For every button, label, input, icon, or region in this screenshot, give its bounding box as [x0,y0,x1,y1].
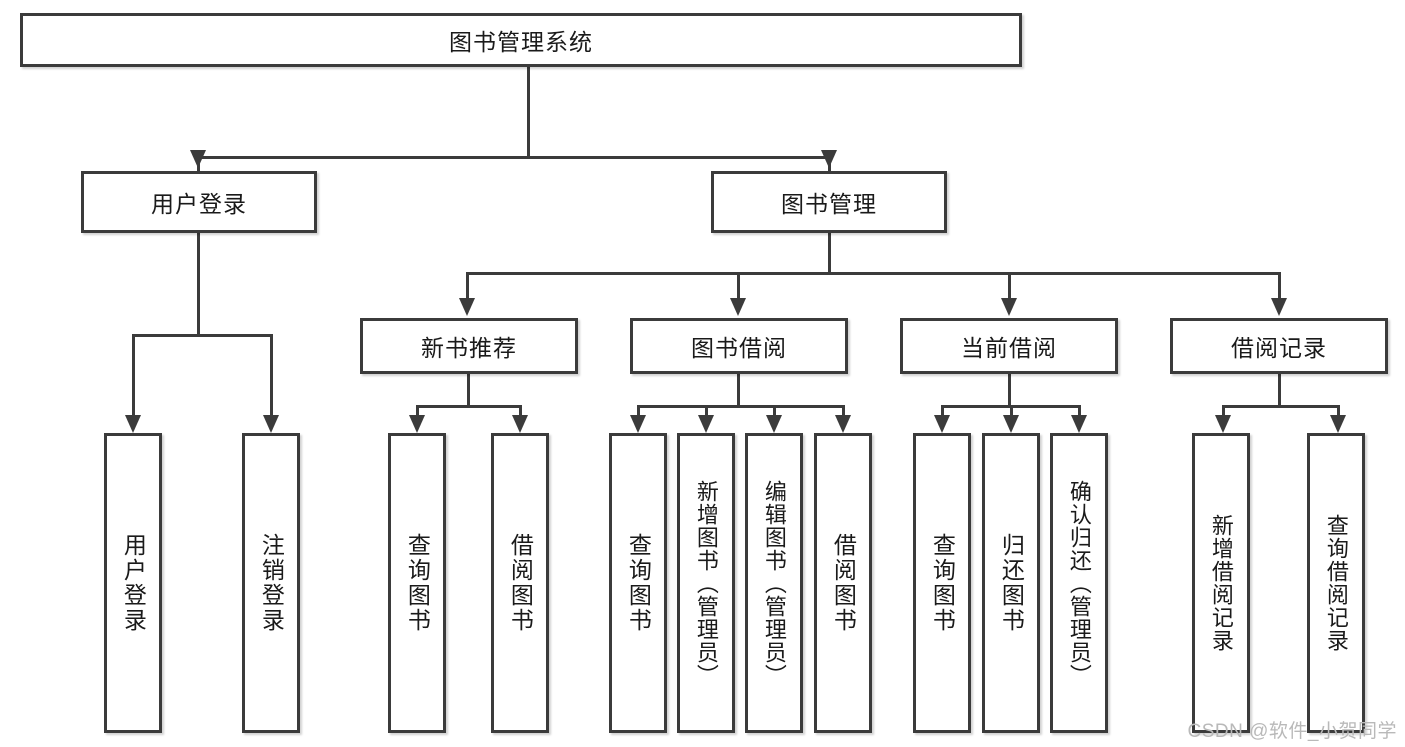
arrowhead-bm-to-current-borrow [1001,298,1017,316]
node-book-borrow[interactable]: 图书借阅 [630,318,848,374]
connector-current-borrow-stem [1008,374,1011,407]
leaf-new-book-query-book[interactable]: 查询图书 [388,433,446,733]
leaf-new-book-borrow-book[interactable]: 借阅图书 [491,433,549,733]
connector-book-management-bus [466,272,1280,275]
leaf-label: 查询图书 [929,533,956,633]
leaf-label: 新增借阅记录 [1208,514,1234,652]
arrowhead-book-borrow-leaf-2 [698,415,714,433]
leaf-user-login-login[interactable]: 用户登录 [104,433,162,733]
arrowhead-root-to-book-management [821,150,837,168]
arrowhead-borrow-record-leaf-2 [1330,415,1346,433]
arrowhead-book-borrow-leaf-1 [630,415,646,433]
connector-book-management-stem [828,233,831,275]
arrowhead-book-borrow-leaf-4 [835,415,851,433]
node-label: 借阅记录 [1231,335,1327,361]
leaf-label: 用户登录 [120,533,147,633]
connector-user-login-bus [132,334,272,337]
connector-bm-to-new-book [466,272,469,302]
leaf-book-borrow-query-book[interactable]: 查询图书 [609,433,667,733]
connector-current-borrow-leaf-3 [1078,405,1081,419]
connector-borrow-record-leaf-1 [1222,405,1225,419]
connector-user-login-stem [197,233,200,336]
node-user-login[interactable]: 用户登录 [81,171,317,233]
node-label: 图书管理 [781,191,877,217]
connector-book-borrow-leaf-4 [842,405,845,419]
connector-borrow-record-leaf-2 [1337,405,1340,419]
leaf-borrow-record-query-record[interactable]: 查询借阅记录 [1307,433,1365,733]
node-label: 图书管理系统 [449,29,593,55]
connector-user-login-to-leaf-1 [132,334,135,419]
connector-current-borrow-leaf-2 [1010,405,1013,419]
connector-current-borrow-leaf-1 [941,405,944,419]
leaf-label: 借阅图书 [830,533,857,633]
leaf-user-login-logout[interactable]: 注销登录 [242,433,300,733]
arrowhead-new-book-leaf-2 [512,415,528,433]
node-book-management[interactable]: 图书管理 [711,171,947,233]
arrowhead-bm-to-borrow-record [1271,298,1287,316]
node-label: 新书推荐 [421,335,517,361]
leaf-book-borrow-borrow-book[interactable]: 借阅图书 [814,433,872,733]
connector-bm-to-book-borrow [737,272,740,302]
connector-user-login-to-leaf-2 [270,334,273,419]
connector-new-book-leaf-1 [416,405,419,419]
node-label: 当前借阅 [961,335,1057,361]
leaf-label: 查询图书 [404,533,431,633]
connector-bm-to-borrow-record [1278,272,1281,302]
arrowhead-current-borrow-leaf-3 [1071,415,1087,433]
arrowhead-current-borrow-leaf-2 [1003,415,1019,433]
connector-new-book-leaf-2 [519,405,522,419]
leaf-book-borrow-add-book-admin[interactable]: 新增图书（管理员） [677,433,735,733]
leaf-current-borrow-query-book[interactable]: 查询图书 [913,433,971,733]
leaf-book-borrow-edit-book-admin[interactable]: 编辑图书（管理员） [745,433,803,733]
leaf-label: 借阅图书 [507,533,534,633]
connector-book-borrow-bus [637,405,845,408]
arrowhead-root-to-user-login [190,150,206,168]
connector-borrow-record-bus [1222,405,1340,408]
connector-new-book-stem [467,374,470,407]
connector-book-borrow-leaf-3 [773,405,776,419]
arrowhead-current-borrow-leaf-1 [934,415,950,433]
node-new-book-recommend[interactable]: 新书推荐 [360,318,578,374]
connector-borrow-record-stem [1278,374,1281,407]
connector-bm-to-current-borrow [1008,272,1011,302]
node-label: 图书借阅 [691,335,787,361]
leaf-label: 查询图书 [625,533,652,633]
connector-book-borrow-leaf-1 [637,405,640,419]
connector-root-bus [197,156,831,159]
arrowhead-bm-to-new-book [459,298,475,316]
leaf-borrow-record-add-record[interactable]: 新增借阅记录 [1192,433,1250,733]
arrowhead-borrow-record-leaf-1 [1215,415,1231,433]
connector-book-borrow-stem [737,374,740,407]
connector-root-stem [527,67,530,158]
arrowhead-new-book-leaf-1 [409,415,425,433]
arrowhead-bm-to-book-borrow [730,298,746,316]
leaf-label: 归还图书 [998,533,1025,633]
node-root-book-management-system[interactable]: 图书管理系统 [20,13,1022,67]
leaf-label: 新增图书（管理员） [693,479,719,687]
arrowhead-user-login-leaf-1 [125,415,141,433]
leaf-label: 编辑图书（管理员） [761,479,787,687]
arrowhead-user-login-leaf-2 [263,415,279,433]
leaf-label: 确认归还（管理员） [1066,479,1092,687]
node-borrow-record[interactable]: 借阅记录 [1170,318,1388,374]
connector-book-borrow-leaf-2 [705,405,708,419]
arrowhead-book-borrow-leaf-3 [766,415,782,433]
leaf-current-borrow-return-book[interactable]: 归还图书 [982,433,1040,733]
leaf-label: 查询借阅记录 [1323,514,1349,652]
leaf-label: 注销登录 [258,533,285,633]
leaf-current-borrow-confirm-return-admin[interactable]: 确认归还（管理员） [1050,433,1108,733]
connector-new-book-bus [416,405,522,408]
node-current-borrow[interactable]: 当前借阅 [900,318,1118,374]
node-label: 用户登录 [151,191,247,217]
